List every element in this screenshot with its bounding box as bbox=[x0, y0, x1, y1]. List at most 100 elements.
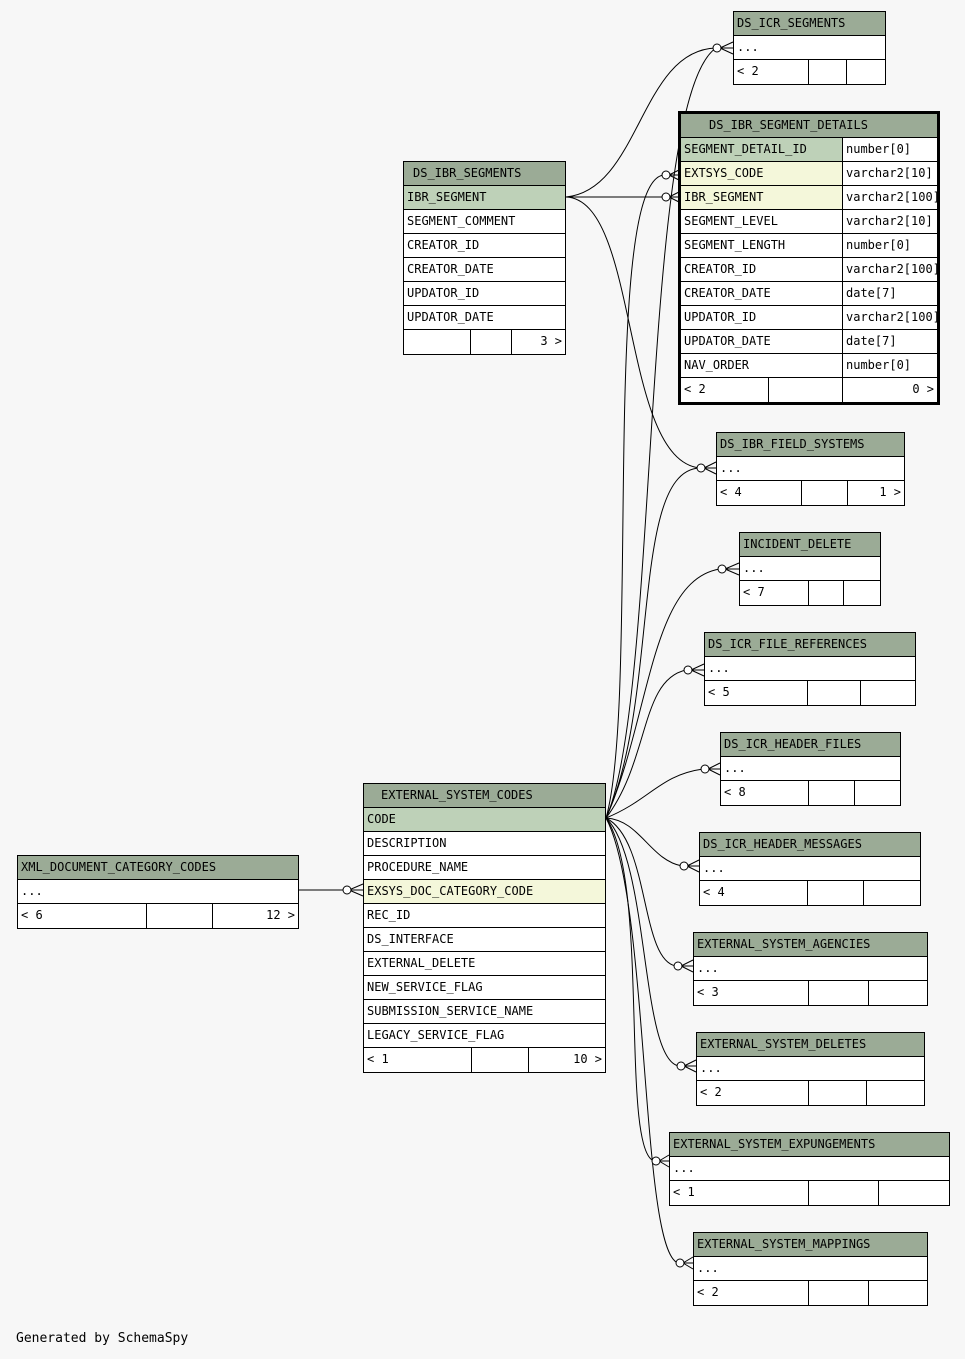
table-incident-delete[interactable]: INCIDENT_DELETE ... < 7 bbox=[739, 532, 881, 606]
table-footer: < 7 bbox=[740, 581, 880, 605]
table-title: INCIDENT_DELETE bbox=[740, 533, 880, 557]
generated-by-footer: Generated by SchemaSpy bbox=[16, 1331, 189, 1346]
edge-esc-to-field-systems bbox=[605, 467, 701, 819]
parents-count[interactable]: < 2 bbox=[684, 382, 706, 396]
parents-count[interactable]: < 7 bbox=[743, 585, 765, 599]
table-ds-icr-file-references[interactable]: DS_ICR_FILE_REFERENCES ... < 5 bbox=[704, 632, 916, 706]
table-footer: < 5 bbox=[705, 681, 915, 705]
table-xml-document-category-codes[interactable]: XML_DOCUMENT_CATEGORY_CODES ... < 6 12 > bbox=[17, 855, 299, 929]
column-row: REC_ID bbox=[364, 904, 605, 928]
children-count[interactable] bbox=[878, 1181, 949, 1205]
parents-count[interactable]: < 1 bbox=[367, 1052, 389, 1066]
table-footer: < 6 12 > bbox=[18, 904, 298, 928]
table-ds-ibr-segments[interactable]: DS_IBR_SEGMENTS IBR_SEGMENT SEGMENT_COMM… bbox=[403, 161, 566, 355]
parents-count[interactable]: < 6 bbox=[21, 908, 43, 922]
parents-count[interactable]: < 5 bbox=[708, 685, 730, 699]
parents-count[interactable]: < 4 bbox=[720, 485, 742, 499]
table-title: EXTERNAL_SYSTEM_AGENCIES bbox=[694, 933, 927, 957]
column-row: EXSYS_DOC_CATEGORY_CODE bbox=[364, 880, 605, 904]
table-collapsed-columns: ... bbox=[670, 1157, 949, 1181]
children-count[interactable] bbox=[860, 681, 915, 705]
children-count[interactable] bbox=[854, 781, 900, 805]
parents-count[interactable]: < 8 bbox=[724, 785, 746, 799]
children-count[interactable] bbox=[863, 881, 920, 905]
edge-esc-to-icr-segments bbox=[605, 47, 717, 819]
table-ds-icr-header-messages[interactable]: DS_ICR_HEADER_MESSAGES ... < 4 bbox=[699, 832, 921, 906]
column-row: SUBMISSION_SERVICE_NAME bbox=[364, 1000, 605, 1024]
children-count[interactable]: 3 > bbox=[511, 330, 565, 354]
edge-esc-to-header-files bbox=[605, 768, 704, 819]
column-row: UPDATOR_DATE bbox=[404, 306, 565, 330]
table-footer: < 1 10 > bbox=[364, 1048, 605, 1072]
children-count[interactable] bbox=[866, 1081, 924, 1105]
table-external-system-mappings[interactable]: EXTERNAL_SYSTEM_MAPPINGS ... < 2 bbox=[693, 1232, 928, 1306]
table-collapsed-columns: ... bbox=[721, 757, 900, 781]
table-footer: < 4 bbox=[700, 881, 920, 905]
table-footer: < 2 bbox=[734, 60, 885, 84]
children-count[interactable] bbox=[868, 1281, 927, 1305]
table-external-system-expungements[interactable]: EXTERNAL_SYSTEM_EXPUNGEMENTS ... < 1 bbox=[669, 1132, 950, 1206]
children-count[interactable]: 0 > bbox=[842, 378, 937, 402]
table-collapsed-columns: ... bbox=[697, 1057, 924, 1081]
children-count[interactable] bbox=[843, 581, 880, 605]
parents-count[interactable]: < 2 bbox=[700, 1085, 722, 1099]
column-row: DESCRIPTION bbox=[364, 832, 605, 856]
table-title: DS_ICR_SEGMENTS bbox=[734, 12, 885, 36]
table-collapsed-columns: ... bbox=[717, 457, 904, 481]
table-title: EXTERNAL_SYSTEM_EXPUNGEMENTS bbox=[670, 1133, 949, 1157]
parents-count[interactable]: < 1 bbox=[673, 1185, 695, 1199]
table-external-system-codes[interactable]: EXTERNAL_SYSTEM_CODES CODE DESCRIPTION P… bbox=[363, 783, 606, 1073]
table-footer: < 8 bbox=[721, 781, 900, 805]
edge-ibr-segments-to-field-systems bbox=[565, 196, 701, 469]
children-count[interactable]: 10 > bbox=[528, 1048, 605, 1072]
table-footer: < 2 bbox=[697, 1081, 924, 1105]
table-collapsed-columns: ... bbox=[740, 557, 880, 581]
parents-count[interactable]: < 3 bbox=[697, 985, 719, 999]
parents-count[interactable] bbox=[404, 330, 470, 354]
parents-count[interactable]: < 2 bbox=[737, 64, 759, 78]
table-ds-icr-header-files[interactable]: DS_ICR_HEADER_FILES ... < 8 bbox=[720, 732, 901, 806]
table-title: DS_ICR_HEADER_FILES bbox=[721, 733, 900, 757]
parents-count[interactable]: < 2 bbox=[697, 1285, 719, 1299]
table-external-system-agencies[interactable]: EXTERNAL_SYSTEM_AGENCIES ... < 3 bbox=[693, 932, 928, 1006]
children-count[interactable] bbox=[868, 981, 927, 1005]
column-row: UPDATOR_ID bbox=[404, 282, 565, 306]
parents-count[interactable]: < 4 bbox=[703, 885, 725, 899]
table-collapsed-columns: ... bbox=[705, 657, 915, 681]
table-collapsed-columns: ... bbox=[694, 957, 927, 981]
table-title: DS_ICR_FILE_REFERENCES bbox=[705, 633, 915, 657]
table-ds-icr-segments[interactable]: DS_ICR_SEGMENTS ... < 2 bbox=[733, 11, 886, 85]
column-row: IBR_SEGMENT bbox=[404, 186, 565, 210]
column-row: DS_INTERFACE bbox=[364, 928, 605, 952]
column-row: NEW_SERVICE_FLAG bbox=[364, 976, 605, 1000]
table-external-system-deletes[interactable]: EXTERNAL_SYSTEM_DELETES ... < 2 bbox=[696, 1032, 925, 1106]
table-footer: < 2 0 > bbox=[681, 378, 937, 402]
children-count[interactable]: 12 > bbox=[212, 904, 298, 928]
column-row: LEGACY_SERVICE_FLAG bbox=[364, 1024, 605, 1048]
edge-esc-to-mappings bbox=[605, 817, 679, 1264]
edge-ibr-segments-to-icr-segments bbox=[565, 47, 717, 198]
table-footer: < 1 bbox=[670, 1181, 949, 1205]
column-row: EXTERNAL_DELETE bbox=[364, 952, 605, 976]
table-footer: 3 > bbox=[404, 330, 565, 354]
column-row: CREATOR_DATE bbox=[404, 258, 565, 282]
table-collapsed-columns: ... bbox=[18, 880, 298, 904]
children-count[interactable]: 1 > bbox=[847, 481, 904, 505]
table-ds-ibr-field-systems[interactable]: DS_IBR_FIELD_SYSTEMS ... < 4 1 > bbox=[716, 432, 905, 506]
edge-esc-to-file-references bbox=[605, 669, 687, 819]
table-title: EXTERNAL_SYSTEM_MAPPINGS bbox=[694, 1233, 927, 1257]
table-ds-ibr-segment-details[interactable]: DS_IBR_SEGMENT_DETAILS SEGMENT_DETAIL_ID… bbox=[678, 111, 940, 405]
column-row: SEGMENT_COMMENT bbox=[404, 210, 565, 234]
column-row: CODE bbox=[364, 808, 605, 832]
edge-esc-to-segment-details bbox=[605, 174, 665, 819]
table-title: DS_IBR_SEGMENT_DETAILS bbox=[681, 114, 937, 138]
children-count[interactable] bbox=[846, 60, 885, 84]
